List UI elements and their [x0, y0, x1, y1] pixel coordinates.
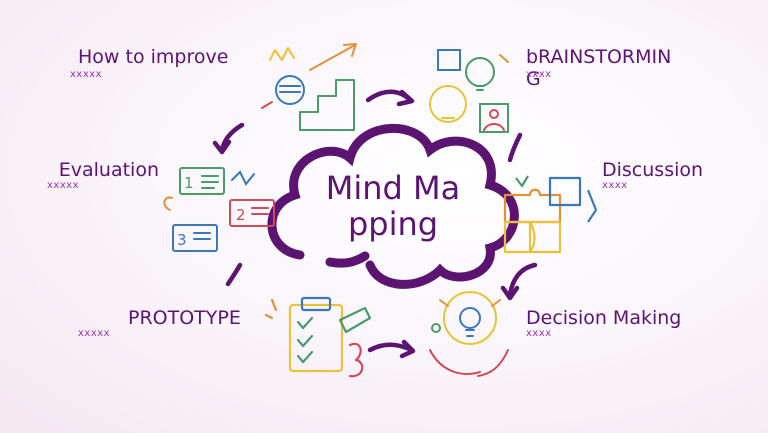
node-label-brainstorming: bRAINSTORMING [526, 46, 672, 90]
lightbulb-people-icon [429, 49, 509, 133]
node-sub-prototype: xxxxx [78, 328, 111, 339]
node-sub-brainstorming: xxxx [526, 69, 552, 80]
cloud-shape [267, 124, 519, 289]
node-sub-decision-making: xxxx [526, 328, 552, 339]
list-number-glyphs: 1 2 3 [177, 174, 246, 249]
node-label-discussion: Discussion [602, 159, 704, 181]
node-label-decision-making: Decision Making [526, 307, 682, 329]
node-label-how-to-improve: How to improve [78, 46, 229, 68]
numbered-list-icon [163, 167, 275, 252]
node-sub-evaluation: xxxxx [47, 180, 80, 191]
flow-arrows [212, 89, 538, 359]
clipboard-pencil-icon [264, 296, 372, 378]
puzzle-icon [503, 175, 598, 254]
svg-text:1: 1 [184, 174, 194, 192]
fist-stairs-icon [261, 43, 357, 131]
svg-text:2: 2 [236, 206, 246, 224]
node-label-evaluation: Evaluation [58, 159, 159, 181]
svg-text:3: 3 [177, 231, 187, 249]
node-sub-how-to-improve: xxxxx [70, 69, 103, 80]
center-title: Mind Mapping [325, 169, 461, 243]
lightbulb-hands-icon [429, 291, 509, 377]
node-sub-discussion: xxxx [602, 180, 628, 191]
node-label-prototype: PROTOTYPE [128, 307, 241, 329]
